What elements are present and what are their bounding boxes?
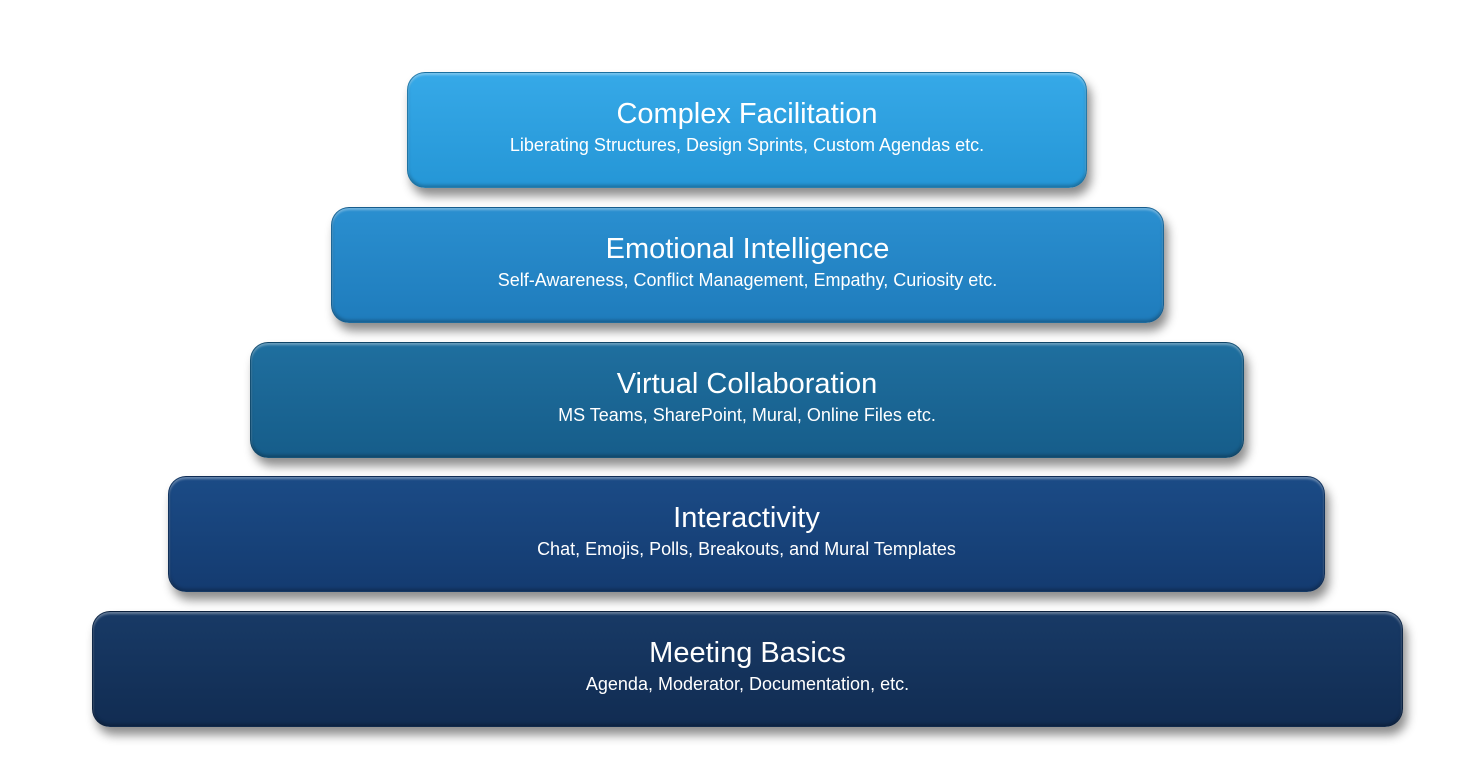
level-subtitle: Self-Awareness, Conflict Management, Emp… [497, 270, 998, 290]
level-subtitle: Agenda, Moderator, Documentation, etc. [585, 674, 910, 694]
level-title: Virtual Collaboration [616, 368, 878, 400]
level-virtual-collaboration: Virtual Collaboration MS Teams, SharePoi… [250, 342, 1244, 458]
level-title: Complex Facilitation [616, 98, 878, 130]
level-title: Emotional Intelligence [605, 233, 890, 265]
level-title: Meeting Basics [649, 637, 846, 669]
level-subtitle: Liberating Structures, Design Sprints, C… [509, 135, 985, 155]
level-subtitle: Chat, Emojis, Polls, Breakouts, and Mura… [537, 539, 956, 559]
level-complex-facilitation: Complex Facilitation Liberating Structur… [407, 72, 1087, 188]
level-emotional-intelligence: Emotional Intelligence Self-Awareness, C… [331, 207, 1164, 323]
level-meeting-basics: Meeting Basics Agenda, Moderator, Docume… [92, 611, 1403, 727]
level-title: Interactivity [673, 502, 820, 534]
level-subtitle: MS Teams, SharePoint, Mural, Online File… [558, 405, 936, 425]
level-interactivity: Interactivity Chat, Emojis, Polls, Break… [168, 476, 1325, 592]
